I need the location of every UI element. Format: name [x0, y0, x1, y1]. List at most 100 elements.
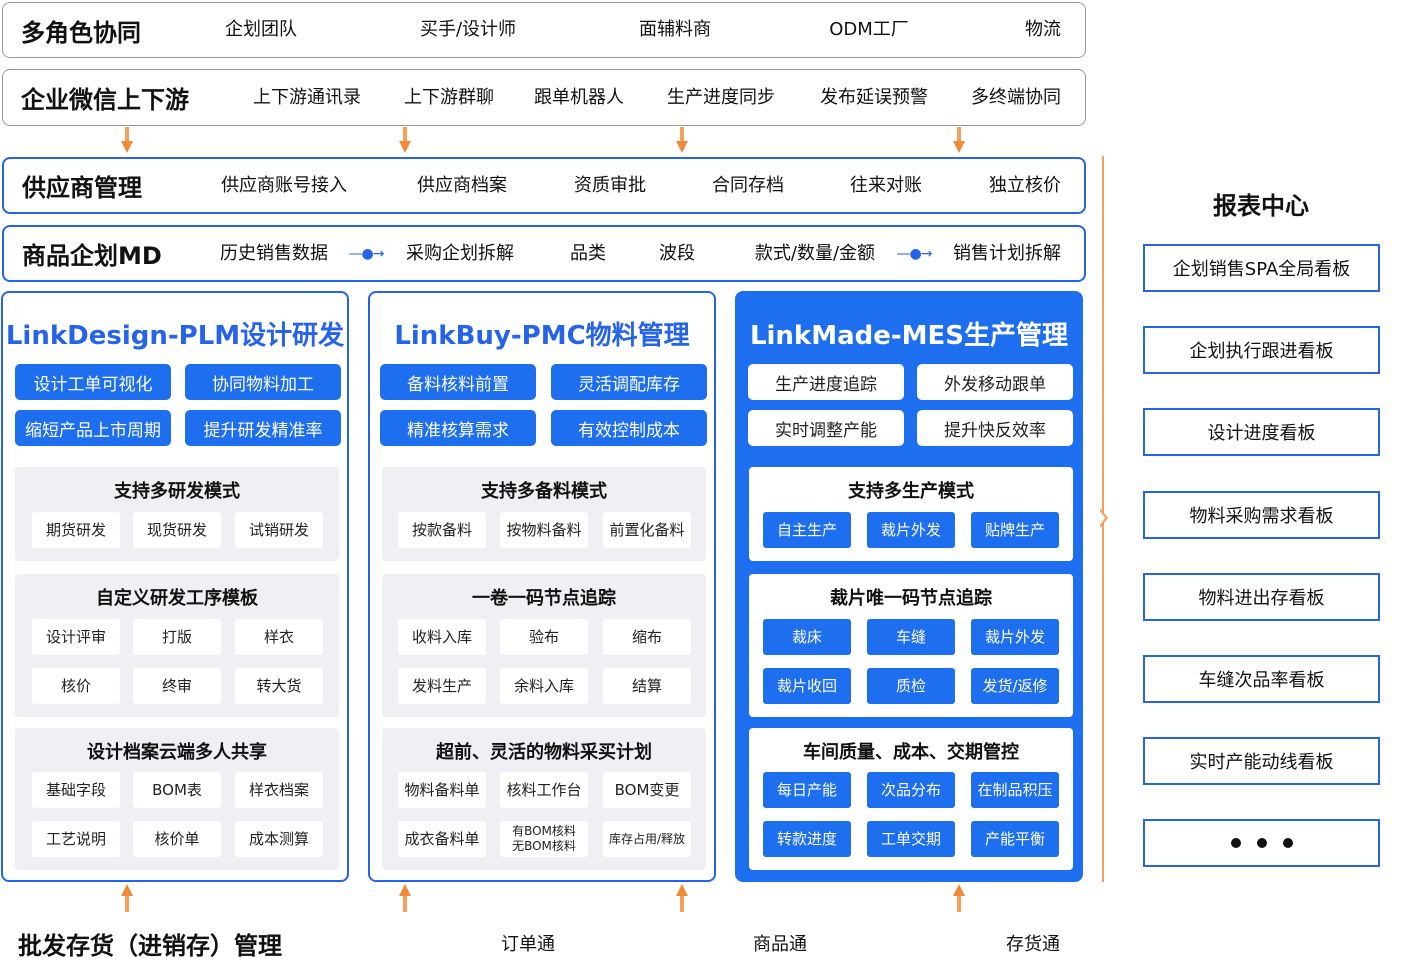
wechat-item: 多终端协同	[971, 86, 1061, 108]
chip: 成衣备料单	[398, 821, 486, 857]
chip: 前置化备料	[603, 512, 691, 548]
md-item: 款式/数量/金额	[754, 242, 876, 264]
feature-tag: 提升快反效率	[917, 410, 1073, 446]
collab-item: ODM工厂	[829, 19, 909, 40]
feature-tag: 缩短产品上市周期	[15, 410, 171, 446]
md-item: 品类	[570, 242, 606, 264]
panel-title: 支持多生产模式	[848, 481, 974, 502]
bottom-item: 订单通	[501, 934, 555, 955]
supplier-item: 合同存档	[712, 174, 784, 196]
report-center-title: 报表中心	[1213, 192, 1309, 220]
chip: 质检	[867, 668, 955, 704]
up-arrow-icon	[399, 884, 411, 912]
report-item: 实时产能动线看板	[1143, 737, 1380, 785]
chip: 验布	[500, 619, 588, 655]
chip: 产能平衡	[971, 821, 1059, 857]
chip: 自主生产	[763, 512, 851, 548]
collab-item: 面辅料商	[639, 19, 711, 40]
down-arrow-icon	[121, 127, 133, 155]
chip: 发货/返修	[971, 668, 1059, 704]
up-arrow-icon	[953, 884, 965, 912]
collab-title: 多角色协同	[21, 18, 141, 47]
bottom-item: 存货通	[1006, 934, 1060, 955]
chip: 结算	[603, 668, 691, 704]
flow-arrow-icon: —●→	[896, 245, 933, 262]
chip: 缩布	[603, 619, 691, 655]
chip: 核价	[32, 668, 120, 704]
chip-line: 无BOM核料	[512, 839, 576, 853]
module-title: LinkDesign-PLM设计研发	[5, 321, 345, 351]
chip: 终审	[133, 668, 221, 704]
module-linkdesign: LinkDesign-PLM设计研发 设计工单可视化 协同物料加工 缩短产品上市…	[1, 291, 349, 882]
panel-title: 超前、灵活的物料采买计划	[436, 742, 652, 763]
panel: 裁片唯一码节点追踪 裁床 车缝 裁片外发 裁片收回 质检 发货/返修	[749, 574, 1073, 717]
md-item: 采购企划拆解	[406, 242, 514, 264]
feature-tag: 精准核算需求	[380, 410, 536, 446]
panel: 超前、灵活的物料采买计划 物料备料单 核料工作台 BOM变更 成衣备料单 有BO…	[382, 728, 706, 870]
wechat-bar: 企业微信上下游 上下游通讯录 上下游群聊 跟单机器人 生产进度同步 发布延误预警…	[2, 69, 1086, 126]
md-bar: 商品企划MD 历史销售数据 —●→ 采购企划拆解 品类 波段 款式/数量/金额 …	[2, 225, 1086, 282]
collab-bar: 多角色协同 企划团队 买手/设计师 面辅料商 ODM工厂 物流	[2, 2, 1086, 58]
feature-tag: 设计工单可视化	[15, 364, 171, 400]
down-arrow-icon	[676, 127, 688, 155]
chip: 裁片外发	[971, 619, 1059, 655]
supplier-item: 供应商档案	[417, 174, 507, 196]
chip: 样衣档案	[235, 772, 323, 808]
panel-title: 车间质量、成本、交期管控	[803, 742, 1019, 763]
chip: 样衣	[235, 619, 323, 655]
panel: 自定义研发工序模板 设计评审 打版 样衣 核价 终审 转大货	[15, 574, 339, 717]
panel: 车间质量、成本、交期管控 每日产能 次品分布 在制品积压 转款进度 工单交期 产…	[749, 728, 1073, 870]
feature-tag: 灵活调配库存	[551, 364, 707, 400]
panel-title: 一卷一码节点追踪	[472, 588, 616, 609]
bottom-item: 商品通	[753, 934, 807, 955]
md-title: 商品企划MD	[22, 242, 162, 270]
supplier-bar: 供应商管理 供应商账号接入 供应商档案 资质审批 合同存档 往来对账 独立核价	[2, 157, 1086, 214]
down-arrow-icon	[953, 127, 965, 155]
wechat-item: 上下游群聊	[404, 86, 494, 108]
wechat-item: 生产进度同步	[667, 86, 775, 108]
report-item: 车缝次品率看板	[1143, 655, 1380, 703]
chip: 核价单	[133, 821, 221, 857]
chip: BOM变更	[603, 772, 691, 808]
collab-item: 企划团队	[225, 19, 297, 40]
wechat-title: 企业微信上下游	[21, 86, 189, 114]
chip: 车缝	[867, 619, 955, 655]
report-item: 物料采购需求看板	[1143, 491, 1380, 539]
chip: 打版	[133, 619, 221, 655]
chip: 工艺说明	[32, 821, 120, 857]
chip: 发料生产	[398, 668, 486, 704]
chip: 在制品积压	[971, 772, 1059, 808]
chip: 转大货	[235, 668, 323, 704]
chip: 工单交期	[867, 821, 955, 857]
more-dots-icon	[1145, 838, 1378, 848]
chip: 按款备料	[398, 512, 486, 548]
chip-line: 有BOM核料	[512, 824, 576, 838]
supplier-item: 资质审批	[574, 174, 646, 196]
module-linkmade: LinkMade-MES生产管理 生产进度追踪 外发移动跟单 实时调整产能 提升…	[735, 291, 1083, 882]
panel: 支持多研发模式 期货研发 现货研发 试销研发	[15, 467, 339, 561]
md-item: 历史销售数据	[220, 242, 328, 264]
report-item: 设计进度看板	[1143, 408, 1380, 456]
divider-notch-inner	[1100, 511, 1105, 525]
panel: 设计档案云端多人共享 基础字段 BOM表 样衣档案 工艺说明 核价单 成本测算	[15, 728, 339, 870]
feature-tag: 备料核料前置	[380, 364, 536, 400]
up-arrow-icon	[676, 884, 688, 912]
feature-tag: 提升研发精准率	[185, 410, 341, 446]
chip: 基础字段	[32, 772, 120, 808]
chip: 期货研发	[32, 512, 120, 548]
chip: 次品分布	[867, 772, 955, 808]
report-item: 企划执行跟进看板	[1143, 326, 1380, 374]
supplier-item: 供应商账号接入	[221, 174, 347, 196]
panel-title: 支持多研发模式	[114, 481, 240, 502]
module-title: LinkBuy-PMC物料管理	[394, 321, 690, 351]
chip: BOM表	[133, 772, 221, 808]
wechat-item: 发布延误预警	[820, 86, 928, 108]
report-item: 企划销售SPA全局看板	[1143, 244, 1380, 292]
wechat-item: 跟单机器人	[534, 86, 624, 108]
up-arrow-icon	[121, 884, 133, 912]
chip: 有BOM核料 无BOM核料	[500, 821, 588, 857]
chip: 转款进度	[763, 821, 851, 857]
panel-title: 设计档案云端多人共享	[87, 742, 267, 763]
chip: 核料工作台	[500, 772, 588, 808]
collab-item: 买手/设计师	[419, 19, 517, 40]
